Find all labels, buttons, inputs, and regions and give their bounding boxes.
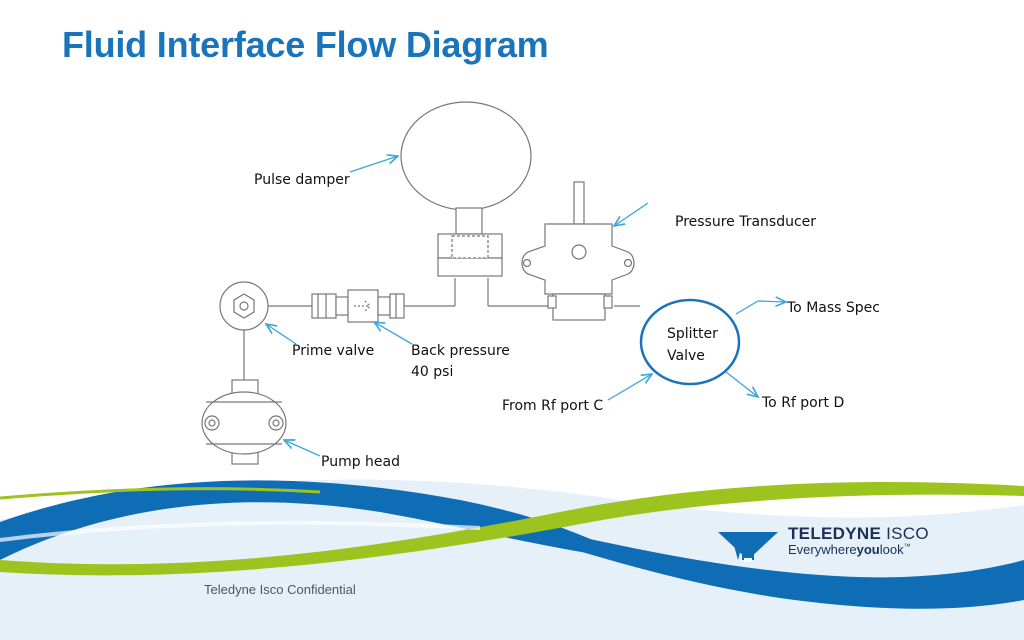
arrow-prime-valve <box>266 324 297 345</box>
wave-light <box>0 479 1024 640</box>
label-pulse-damper: Pulse damper <box>254 172 350 188</box>
logo-tagline: Everywhereyoulook™ <box>788 542 929 557</box>
arrow-to-mass-spec-tail <box>757 301 786 302</box>
prime-valve <box>219 281 269 331</box>
arrow-back-pressure <box>374 322 413 345</box>
arrow-pulse-damper <box>349 156 398 173</box>
teledyne-logo-mark <box>718 532 778 562</box>
label-pump-head: Pump head <box>321 454 400 470</box>
wave-green-thin <box>0 487 321 500</box>
wave-blue-right <box>430 505 1024 609</box>
slide-title: Fluid Interface Flow Diagram <box>62 24 549 65</box>
tubing <box>243 278 640 382</box>
pressure-transducer <box>521 181 635 321</box>
arrow-from-rf-port-c <box>607 374 652 401</box>
logo-tagline-post: look <box>879 542 904 557</box>
label-splitter-line2: Valve <box>667 348 705 364</box>
logo-tagline-bold: you <box>856 542 880 557</box>
label-prime-valve: Prime valve <box>292 343 375 359</box>
label-from-rf-port-c: From Rf port C <box>502 398 604 414</box>
arrow-to-mass-spec <box>735 300 759 315</box>
wave-white-band <box>0 521 481 542</box>
logo-brand-bold: TELEDYNE <box>788 524 882 543</box>
label-to-rf-port-d: To Rf port D <box>762 395 845 411</box>
wave-blue-left <box>0 480 640 560</box>
logo-brand-light: ISCO <box>886 524 929 543</box>
label-splitter-line1: Splitter <box>667 326 718 342</box>
label-to-mass-spec: To Mass Spec <box>787 300 880 316</box>
pointer-arrows <box>266 156 786 457</box>
background-waves <box>0 479 1024 640</box>
pulse-damper <box>400 101 532 277</box>
footer-confidential: Teledyne Isco Confidential <box>204 582 356 597</box>
logo-tagline-pre: Everywhere <box>788 542 857 557</box>
logo-brand-name: TELEDYNE ISCO <box>788 524 929 544</box>
back-pressure-valve <box>311 289 405 323</box>
arrow-to-rf-port-d <box>725 371 758 397</box>
label-pressure-transducer: Pressure Transducer <box>675 214 817 230</box>
arrow-pump-head <box>284 440 321 457</box>
arrow-pressure-transducer <box>614 202 649 226</box>
splitter-valve <box>639 298 741 386</box>
label-back-pressure-line2: 40 psi <box>411 364 454 380</box>
logo-trademark: ™ <box>903 543 911 551</box>
teledyne-logo: TELEDYNE ISCO Everywhereyoulook™ <box>788 524 929 557</box>
pump-head <box>201 379 287 465</box>
wave-green <box>0 482 1024 576</box>
label-back-pressure-line1: Back pressure <box>411 343 510 359</box>
